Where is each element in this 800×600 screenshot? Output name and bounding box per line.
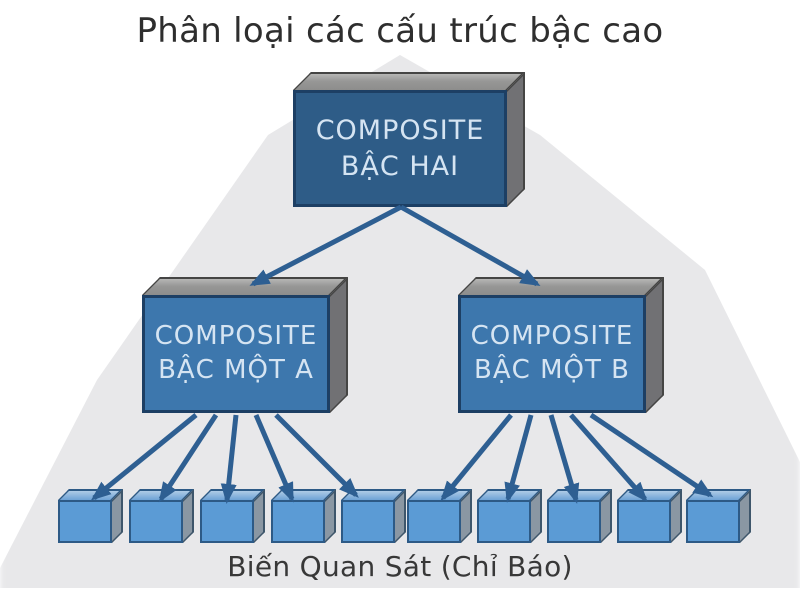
box-front-face: COMPOSITE BẬC MỘT B [458, 295, 646, 413]
node-composite-bac-mot-b: COMPOSITE BẬC MỘT B [458, 277, 664, 413]
observed-box-4 [271, 489, 336, 543]
node-label-line1: COMPOSITE [470, 321, 634, 352]
box-side-face [740, 489, 751, 543]
box-side-face [531, 489, 542, 543]
box-front-face [477, 500, 531, 543]
box-front-face [129, 500, 183, 543]
box-front-face [341, 500, 395, 543]
box-front-face [407, 500, 461, 543]
box-side-face [325, 489, 336, 543]
box-side-face [254, 489, 265, 543]
observed-box-8 [547, 489, 612, 543]
box-top-face [458, 277, 664, 295]
box-front-face: COMPOSITE BẬC HAI [293, 90, 507, 207]
box-side-face [671, 489, 682, 543]
node-label-line2: BẬC HAI [340, 150, 460, 182]
box-side-face [601, 489, 612, 543]
page-title: Phân loại các cấu trúc bậc cao [136, 11, 664, 51]
box-top-face [293, 72, 525, 90]
observed-box-2 [129, 489, 194, 543]
box-side-face [461, 489, 472, 543]
box-side-face [507, 72, 525, 207]
node-composite-bac-hai: COMPOSITE BẬC HAI [293, 72, 525, 207]
box-front-face [617, 500, 671, 543]
node-label-line2: BẬC MỘT B [474, 355, 630, 385]
box-top-face [142, 277, 348, 295]
box-side-face [646, 277, 664, 413]
observed-box-1 [58, 489, 123, 543]
box-front-face [200, 500, 254, 543]
observed-box-10 [686, 489, 751, 543]
observed-box-3 [200, 489, 265, 543]
node-label-line1: COMPOSITE [315, 115, 485, 147]
observed-variables-label: Biến Quan Sát (Chỉ Báo) [227, 550, 573, 583]
box-front-face [547, 500, 601, 543]
box-side-face [183, 489, 194, 543]
node-composite-bac-mot-a: COMPOSITE BẬC MỘT A [142, 277, 348, 413]
observed-box-5 [341, 489, 406, 543]
box-side-face [330, 277, 348, 413]
box-front-face: COMPOSITE BẬC MỘT A [142, 295, 330, 413]
box-front-face [58, 500, 112, 543]
box-front-face [271, 500, 325, 543]
observed-box-7 [477, 489, 542, 543]
box-side-face [395, 489, 406, 543]
box-side-face [112, 489, 123, 543]
node-label-line2: BẬC MỘT A [158, 355, 314, 385]
observed-box-9 [617, 489, 682, 543]
observed-box-6 [407, 489, 472, 543]
node-label-line1: COMPOSITE [154, 321, 318, 352]
box-front-face [686, 500, 740, 543]
